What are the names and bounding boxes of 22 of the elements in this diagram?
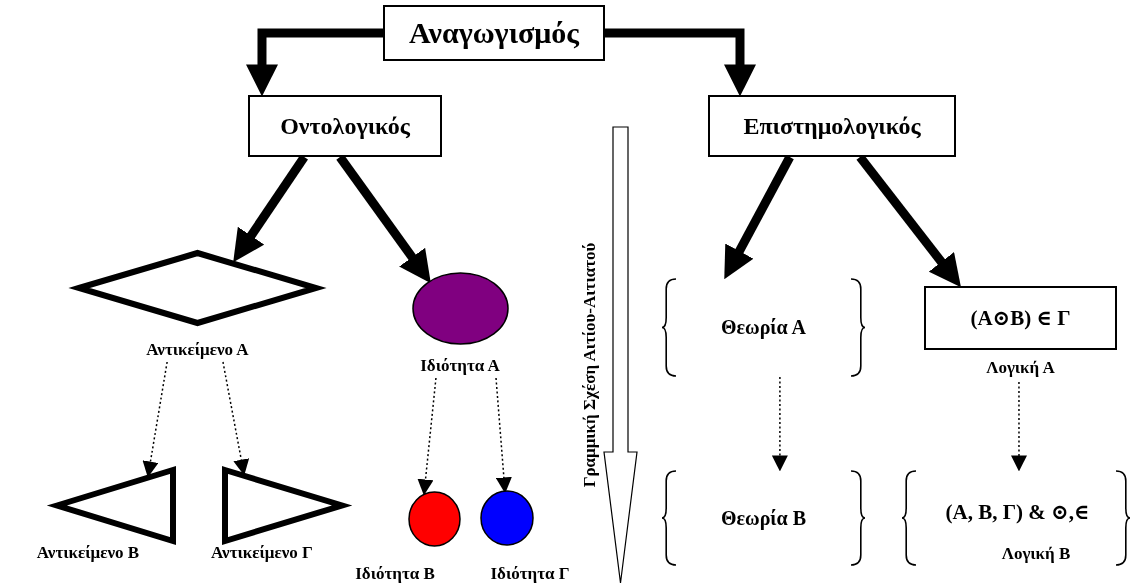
node-label: Επιστημολογικός [743, 112, 921, 140]
arrow [771, 376, 788, 472]
node-label: Λογική Β [1001, 544, 1071, 564]
node-label: Θεωρία Α [720, 316, 807, 339]
node-label: (Α⊙Β) ∈ Γ [970, 305, 1071, 331]
node-label: Ιδιότητα Α [420, 356, 500, 376]
arrow [417, 377, 437, 496]
node-label: Ιδιότητα Β [355, 564, 435, 584]
arrow [605, 28, 756, 97]
node-label: Αντικείμενο Γ [211, 543, 313, 563]
node-label: Θεωρία Β [720, 506, 807, 530]
arrow [142, 361, 168, 478]
arrow [1011, 381, 1027, 472]
node-label: Οντολογικός [280, 112, 410, 140]
node-label: Αντικείμενο Β [36, 543, 140, 563]
arrow [246, 28, 383, 97]
node-label: (Α, Β, Γ) & ⊙,∈ [945, 499, 1090, 525]
node-label: Αντικείμενο Α [146, 340, 249, 360]
arrow-label: Γραμμική Σχέση Αιτίου-Αιτιατού [580, 242, 600, 488]
node-label: Λογική Α [986, 358, 1055, 378]
node-label: Ιδιότητα Γ [490, 564, 570, 584]
node-label: Αναγωγισμός [409, 16, 579, 50]
